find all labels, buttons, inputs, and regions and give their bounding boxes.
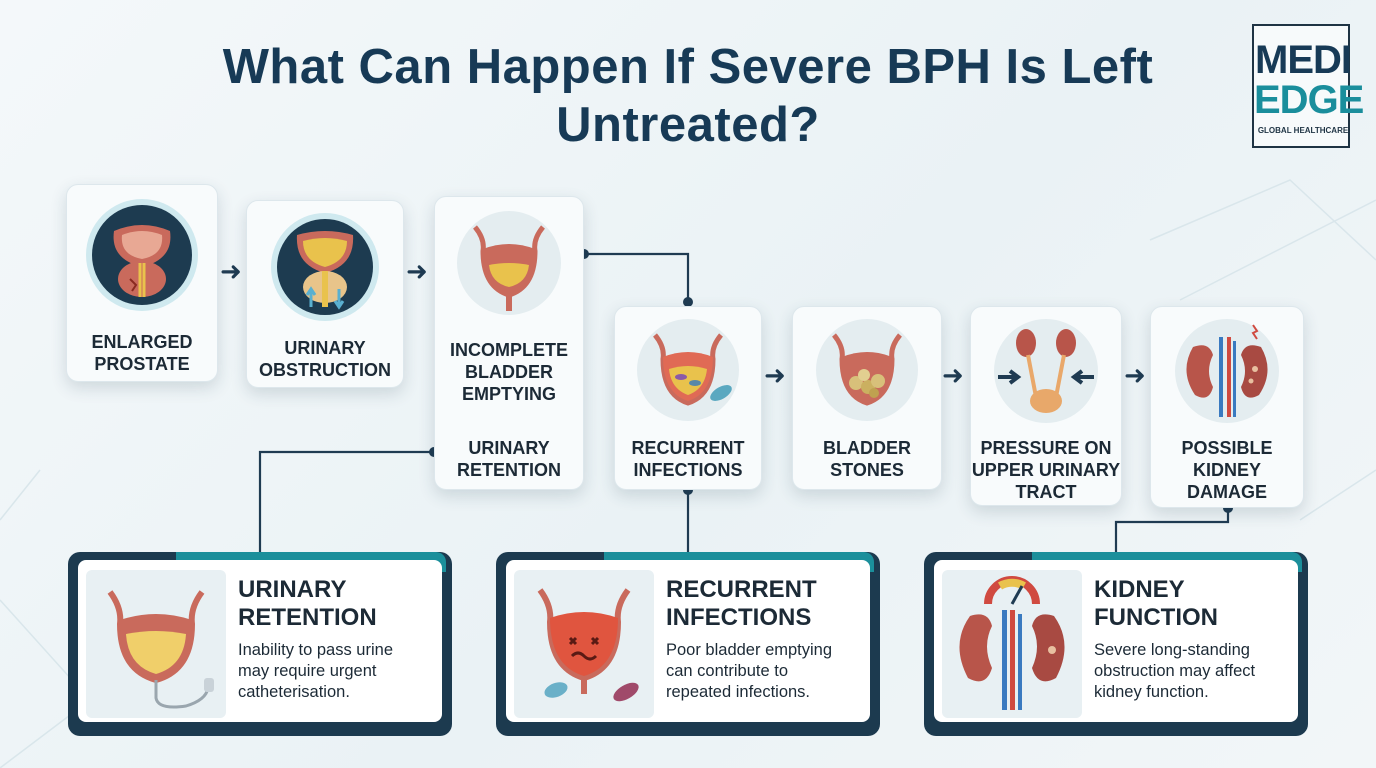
panel-description: Inability to pass urine may require urge…	[238, 641, 394, 701]
flow-label: URINARY OBSTRUCTION	[259, 338, 391, 380]
panel-description: Severe long-standing obstruction may aff…	[1094, 641, 1256, 701]
flow-card-bladder-stones: BLADDER STONES	[792, 306, 942, 490]
flow-card-incomplete-emptying: INCOMPLETE BLADDER EMPTYING URINARY RETE…	[434, 196, 584, 490]
panel-title: URINARY RETENTION	[238, 576, 377, 631]
brand-logo: MEDI EDGE GLOBAL HEALTHCARE	[1252, 24, 1364, 148]
flow-card-kidney-damage: POSSIBLE KIDNEY DAMAGE	[1150, 306, 1304, 508]
flow-card-upper-tract-pressure: PRESSURE ON UPPER URINARY TRACT	[970, 306, 1122, 506]
detail-panel-recurrent-infections: RECURRENT INFECTIONS Poor bladder emptyi…	[496, 552, 880, 736]
detail-panel-kidney-function: KIDNEY FUNCTION Severe long-standing obs…	[924, 552, 1308, 736]
arrow-right-icon: ➜	[942, 360, 964, 390]
upper-tract-pressure-icon	[990, 317, 1102, 425]
flow-label: RECURRENT INFECTIONS	[631, 438, 745, 480]
catheter-bladder-icon	[86, 570, 226, 718]
enlarged-prostate-icon	[84, 197, 200, 313]
panel-description: Poor bladder emptying can contribute to …	[666, 641, 833, 701]
bladder-stones-icon	[812, 317, 922, 423]
arrow-right-icon: ➜	[406, 256, 428, 286]
panel-title: KIDNEY FUNCTION	[1094, 576, 1218, 631]
arrow-right-icon: ➜	[764, 360, 786, 390]
flow-card-urinary-obstruction: URINARY OBSTRUCTION	[246, 200, 404, 388]
arrow-right-icon: ➜	[1124, 360, 1146, 390]
arrow-right-icon: ➜	[220, 256, 242, 286]
logo-tagline: GLOBAL HEALTHCARE	[1257, 126, 1349, 135]
flow-label-secondary: URINARY RETENTION	[456, 438, 561, 480]
flow-card-recurrent-infections: RECURRENT INFECTIONS	[614, 306, 762, 490]
kidney-gauge-icon	[942, 570, 1082, 718]
flow-label: ENLARGED PROSTATE	[91, 332, 193, 374]
infected-bladder-icon	[633, 317, 743, 423]
page-title: What Can Happen If Severe BPH Is Left Un…	[222, 40, 1154, 152]
flow-label: POSSIBLE KIDNEY DAMAGE	[1181, 438, 1273, 502]
flow-label: PRESSURE ON UPPER URINARY TRACT	[971, 438, 1121, 502]
kidney-damage-icon	[1171, 317, 1283, 425]
incomplete-bladder-icon	[453, 209, 565, 317]
logo-line-edge: EDGE	[1254, 78, 1364, 122]
panel-title: RECURRENT INFECTIONS	[666, 576, 817, 631]
flow-label: INCOMPLETE BLADDER EMPTYING	[449, 340, 568, 404]
inflamed-bladder-icon	[514, 570, 654, 718]
flow-label: BLADDER STONES	[823, 438, 911, 480]
logo-line-medi: MEDI	[1255, 38, 1352, 82]
detail-panel-urinary-retention: URINARY RETENTION Inability to pass urin…	[68, 552, 452, 736]
urinary-obstruction-icon	[269, 211, 381, 323]
flow-card-enlarged-prostate: ENLARGED PROSTATE	[66, 184, 218, 382]
